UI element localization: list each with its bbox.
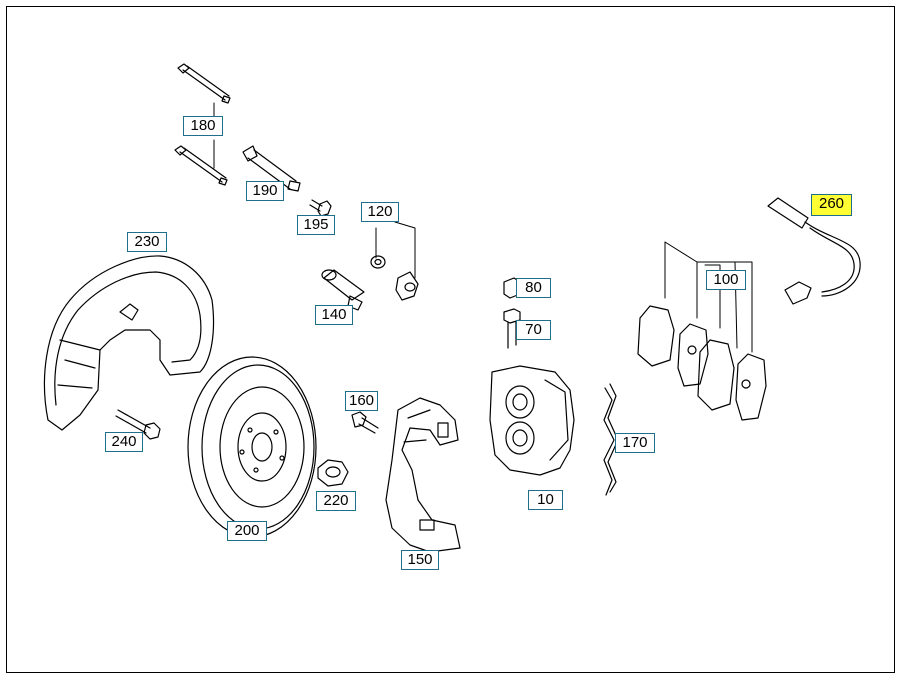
cap-drawing	[321, 269, 365, 311]
nut-drawing	[317, 459, 349, 487]
splash-shield-drawing	[43, 255, 215, 431]
bush-drawing	[370, 221, 419, 301]
part-label-180[interactable]: 180	[183, 116, 223, 136]
guide-pin-drawing	[174, 63, 231, 186]
part-label-240[interactable]: 240	[105, 432, 143, 452]
caliper-drawing	[489, 365, 575, 476]
part-label-195[interactable]: 195	[297, 215, 335, 235]
shield-bolt-drawing	[115, 409, 161, 440]
guide-bolt-drawing	[242, 145, 301, 192]
caliper-bolt-drawing	[351, 411, 379, 434]
part-label-140[interactable]: 140	[315, 305, 353, 325]
part-label-80[interactable]: 80	[516, 278, 551, 298]
part-label-260[interactable]: 260	[811, 194, 852, 216]
brake-pads-drawing	[637, 241, 767, 421]
part-label-160[interactable]: 160	[345, 391, 378, 411]
brake-disc-drawing	[187, 356, 317, 538]
part-label-70[interactable]: 70	[516, 320, 551, 340]
part-label-10[interactable]: 10	[528, 490, 563, 510]
part-label-230[interactable]: 230	[127, 232, 167, 252]
part-label-100[interactable]: 100	[706, 270, 746, 290]
part-label-150[interactable]: 150	[401, 550, 439, 570]
part-label-120[interactable]: 120	[361, 202, 399, 222]
part-label-220[interactable]: 220	[316, 491, 356, 511]
screw-drawing	[309, 199, 332, 217]
wear-sensor-drawing	[767, 197, 861, 305]
part-label-170[interactable]: 170	[615, 433, 655, 453]
carrier-drawing	[385, 397, 461, 553]
part-label-200[interactable]: 200	[227, 521, 267, 541]
part-label-190[interactable]: 190	[246, 181, 284, 201]
diagram-frame	[6, 6, 895, 673]
